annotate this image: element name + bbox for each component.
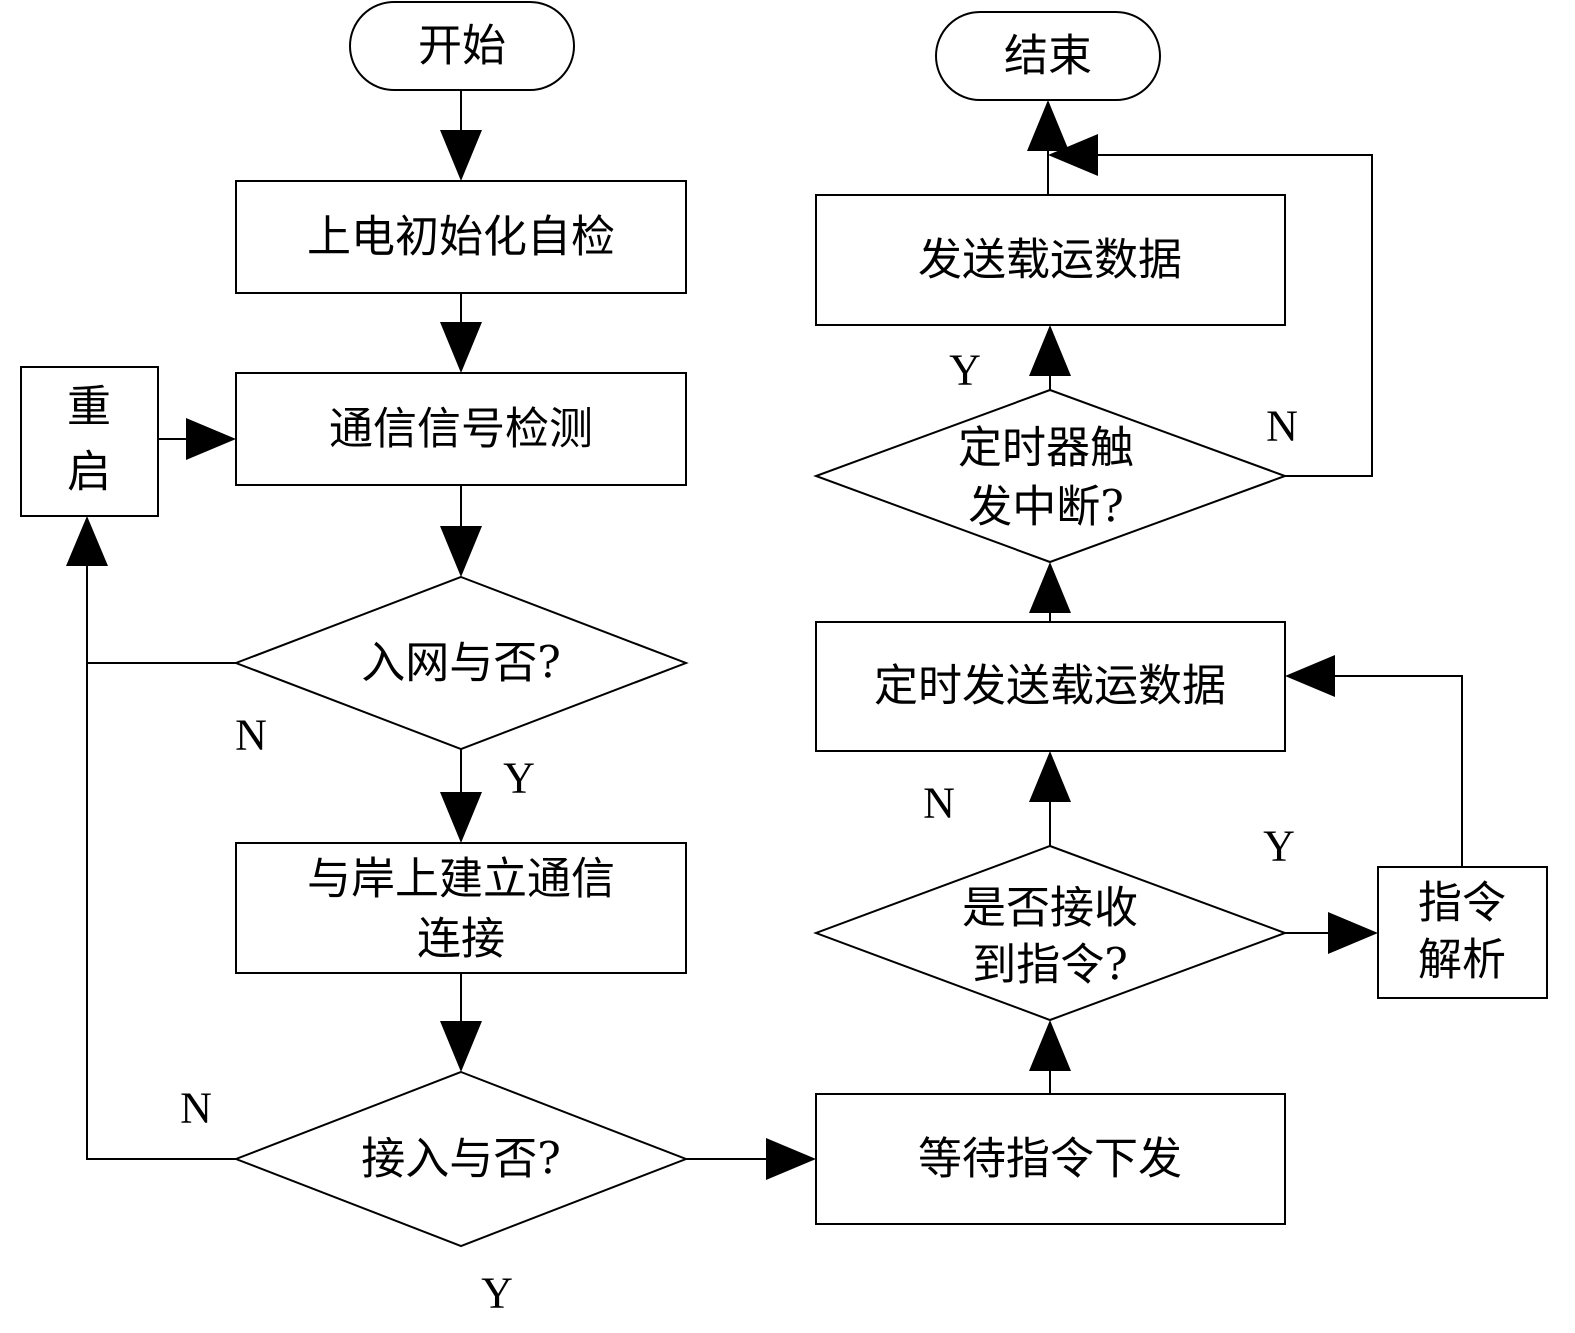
edge-access-yes [686,1138,816,1180]
edge-start-to-self-test [440,90,482,181]
wait-command-label: 等待指令下发 [918,1134,1182,1185]
edge-timer-no [1048,134,1373,477]
command-received-yes-label: Y [1263,822,1295,871]
edge-restart-to-detection [158,418,236,460]
edge-access-no [66,516,236,1160]
access-decision: 接入与否? [233,1070,689,1248]
joined-network-no-label: N [235,711,267,760]
joined-network-decision: 入网与否? [233,575,689,751]
edge-wait-to-command-received [1029,1020,1071,1094]
restart-label-line-2: 启 [67,447,111,498]
access-no-label: N [180,1084,212,1133]
start-label: 开始 [418,21,506,72]
establish-connection-label-line-1: 与岸上建立通信 [307,854,615,905]
command-received-label-line-1: 是否接收 [962,883,1138,934]
edge-detection-to-joined-network [440,485,482,577]
edge-send-data-to-end [1027,100,1069,195]
restart-box: 重 启 [20,366,159,517]
timer-interrupt-decision: 定时器触 发中断? [813,388,1288,564]
edge-command-received-no [1029,751,1071,846]
send-data-label: 发送载运数据 [918,235,1182,286]
command-parse-label-line-1: 指令 [1418,878,1506,929]
command-received-label-line-2: 到指令? [972,940,1128,991]
command-received-decision: 是否接收 到指令? [813,844,1288,1022]
establish-connection-box: 与岸上建立通信 连接 [235,842,687,974]
timer-interrupt-yes-label: Y [949,346,981,395]
start-node: 开始 [349,1,575,91]
command-parse-label-line-2: 解析 [1418,935,1506,986]
signal-detection-label: 通信信号检测 [329,404,593,455]
timer-interrupt-label-line-1: 定时器触 [958,423,1134,474]
power-on-self-test-label: 上电初始化自检 [307,212,615,263]
edge-connection-to-access [440,973,482,1072]
command-parse-box: 指令 解析 [1377,866,1548,999]
command-received-no-label: N [923,779,955,828]
power-on-self-test-box: 上电初始化自检 [235,180,687,294]
timer-interrupt-no-label: N [1266,402,1298,451]
end-label: 结束 [1004,31,1092,82]
edge-command-parse-to-timed-send [1285,655,1463,867]
edge-self-test-to-detection [440,293,482,373]
send-data-box: 发送载运数据 [815,194,1286,326]
wait-command-box: 等待指令下发 [815,1093,1286,1225]
joined-network-label: 入网与否? [361,638,561,689]
timer-interrupt-label-line-2: 发中断? [968,482,1124,533]
restart-label-line-1: 重 [67,382,111,433]
edge-timer-yes [1029,325,1071,390]
edge-joined-network-yes [440,749,482,843]
edge-timed-send-to-timer [1029,562,1071,622]
timed-send-box: 定时发送载运数据 [815,621,1286,752]
establish-connection-label-line-2: 连接 [417,914,505,965]
access-label: 接入与否? [361,1134,561,1185]
edge-command-received-yes [1285,912,1378,954]
joined-network-yes-label: Y [503,754,535,803]
signal-detection-box: 通信信号检测 [235,372,687,486]
access-yes-label: Y [481,1269,513,1318]
timed-send-label: 定时发送载运数据 [874,661,1226,712]
end-node: 结束 [935,11,1161,101]
edge-joined-network-no [86,557,236,664]
